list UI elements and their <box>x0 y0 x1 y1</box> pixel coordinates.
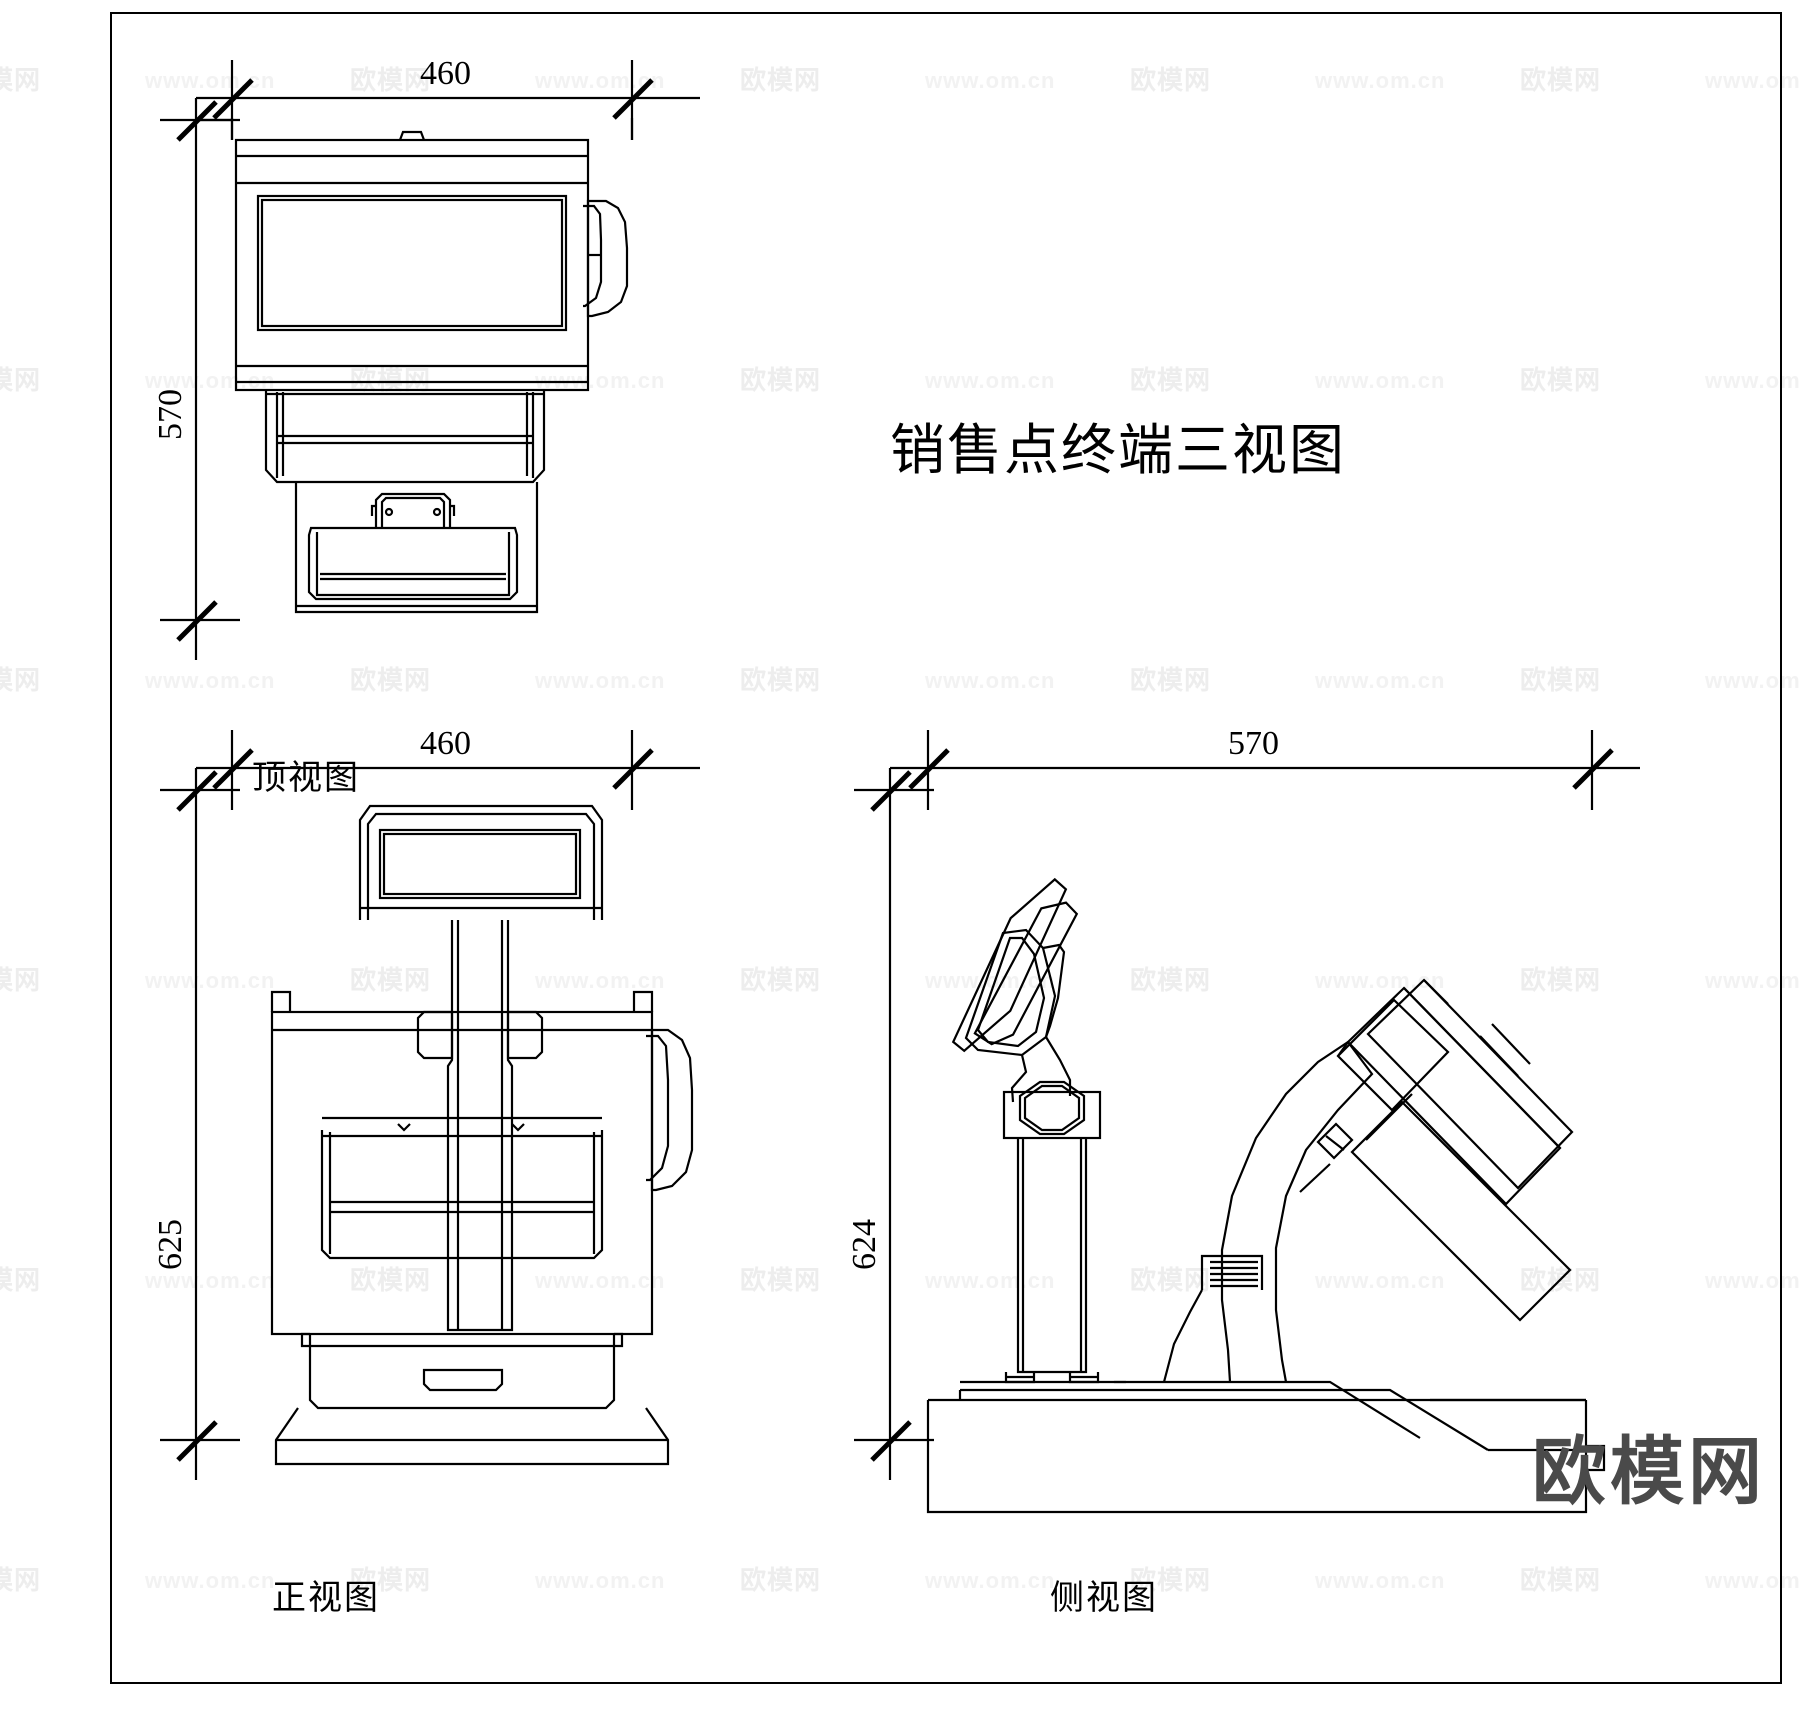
front-view-geometry <box>270 804 694 1466</box>
dim-label-top-width: 460 <box>420 55 471 92</box>
dim-front-height <box>160 768 240 1480</box>
view-label-front: 正视图 <box>272 1580 380 1617</box>
sheet-border <box>110 12 1782 1684</box>
dim-side-depth <box>890 730 1640 810</box>
dim-label-side-height: 624 <box>846 1219 883 1270</box>
dim-label-side-depth: 570 <box>1228 725 1279 762</box>
side-view-geometry <box>926 877 1606 1514</box>
view-label-top: 顶视图 <box>252 760 360 797</box>
dim-label-front-height: 625 <box>152 1219 189 1270</box>
dim-side-height <box>854 768 934 1480</box>
drawing-title: 销售点终端三视图 <box>890 420 1347 481</box>
dim-label-top-depth: 570 <box>152 389 189 440</box>
dim-top-depth <box>160 98 240 660</box>
dim-front-width <box>196 730 700 810</box>
top-view-geometry <box>234 130 629 614</box>
brand-watermark: 欧模网 <box>1532 1430 1766 1513</box>
dim-label-front-width: 460 <box>420 725 471 762</box>
view-label-side: 侧视图 <box>1050 1580 1158 1617</box>
dim-top-width <box>196 60 700 140</box>
